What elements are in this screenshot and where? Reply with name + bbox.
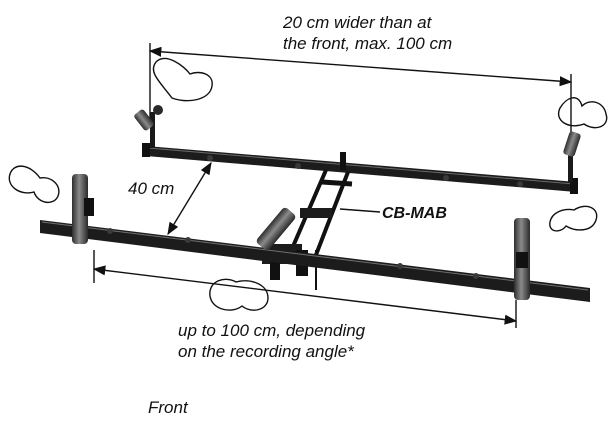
cardioid-icon-left bbox=[8, 165, 60, 203]
depth-label: 40 cm bbox=[128, 179, 175, 198]
top-width-label-line1: 20 cm wider than at bbox=[283, 13, 432, 32]
cardioid-icon-right bbox=[549, 205, 598, 232]
bottom-width-arrow bbox=[92, 265, 518, 325]
depth-arrow bbox=[167, 161, 212, 236]
rear-bar bbox=[142, 143, 578, 194]
rear-right-microphone bbox=[563, 131, 581, 182]
top-width-arrow bbox=[148, 46, 573, 87]
cardioid-icon-top-left bbox=[152, 57, 213, 102]
front-label: Front bbox=[148, 398, 188, 417]
model-leader-line bbox=[339, 208, 381, 213]
front-left-microphone bbox=[72, 174, 94, 244]
front-bar bbox=[40, 220, 590, 302]
front-right-microphone bbox=[514, 218, 530, 300]
bottom-width-label-line1: up to 100 cm, depending bbox=[178, 321, 366, 340]
rear-left-microphone bbox=[134, 105, 163, 148]
bottom-width-label-line2: on the recording angle* bbox=[178, 342, 354, 361]
model-label: CB-MAB bbox=[382, 205, 447, 222]
center-microphone bbox=[256, 207, 296, 251]
top-width-label: 20 cm wider than at the front, max. 100 … bbox=[283, 12, 452, 54]
top-width-label-line2: the front, max. 100 cm bbox=[283, 34, 453, 53]
bottom-width-label: up to 100 cm, depending on the recording… bbox=[178, 320, 365, 362]
cardioid-icon-top-right bbox=[557, 97, 608, 129]
